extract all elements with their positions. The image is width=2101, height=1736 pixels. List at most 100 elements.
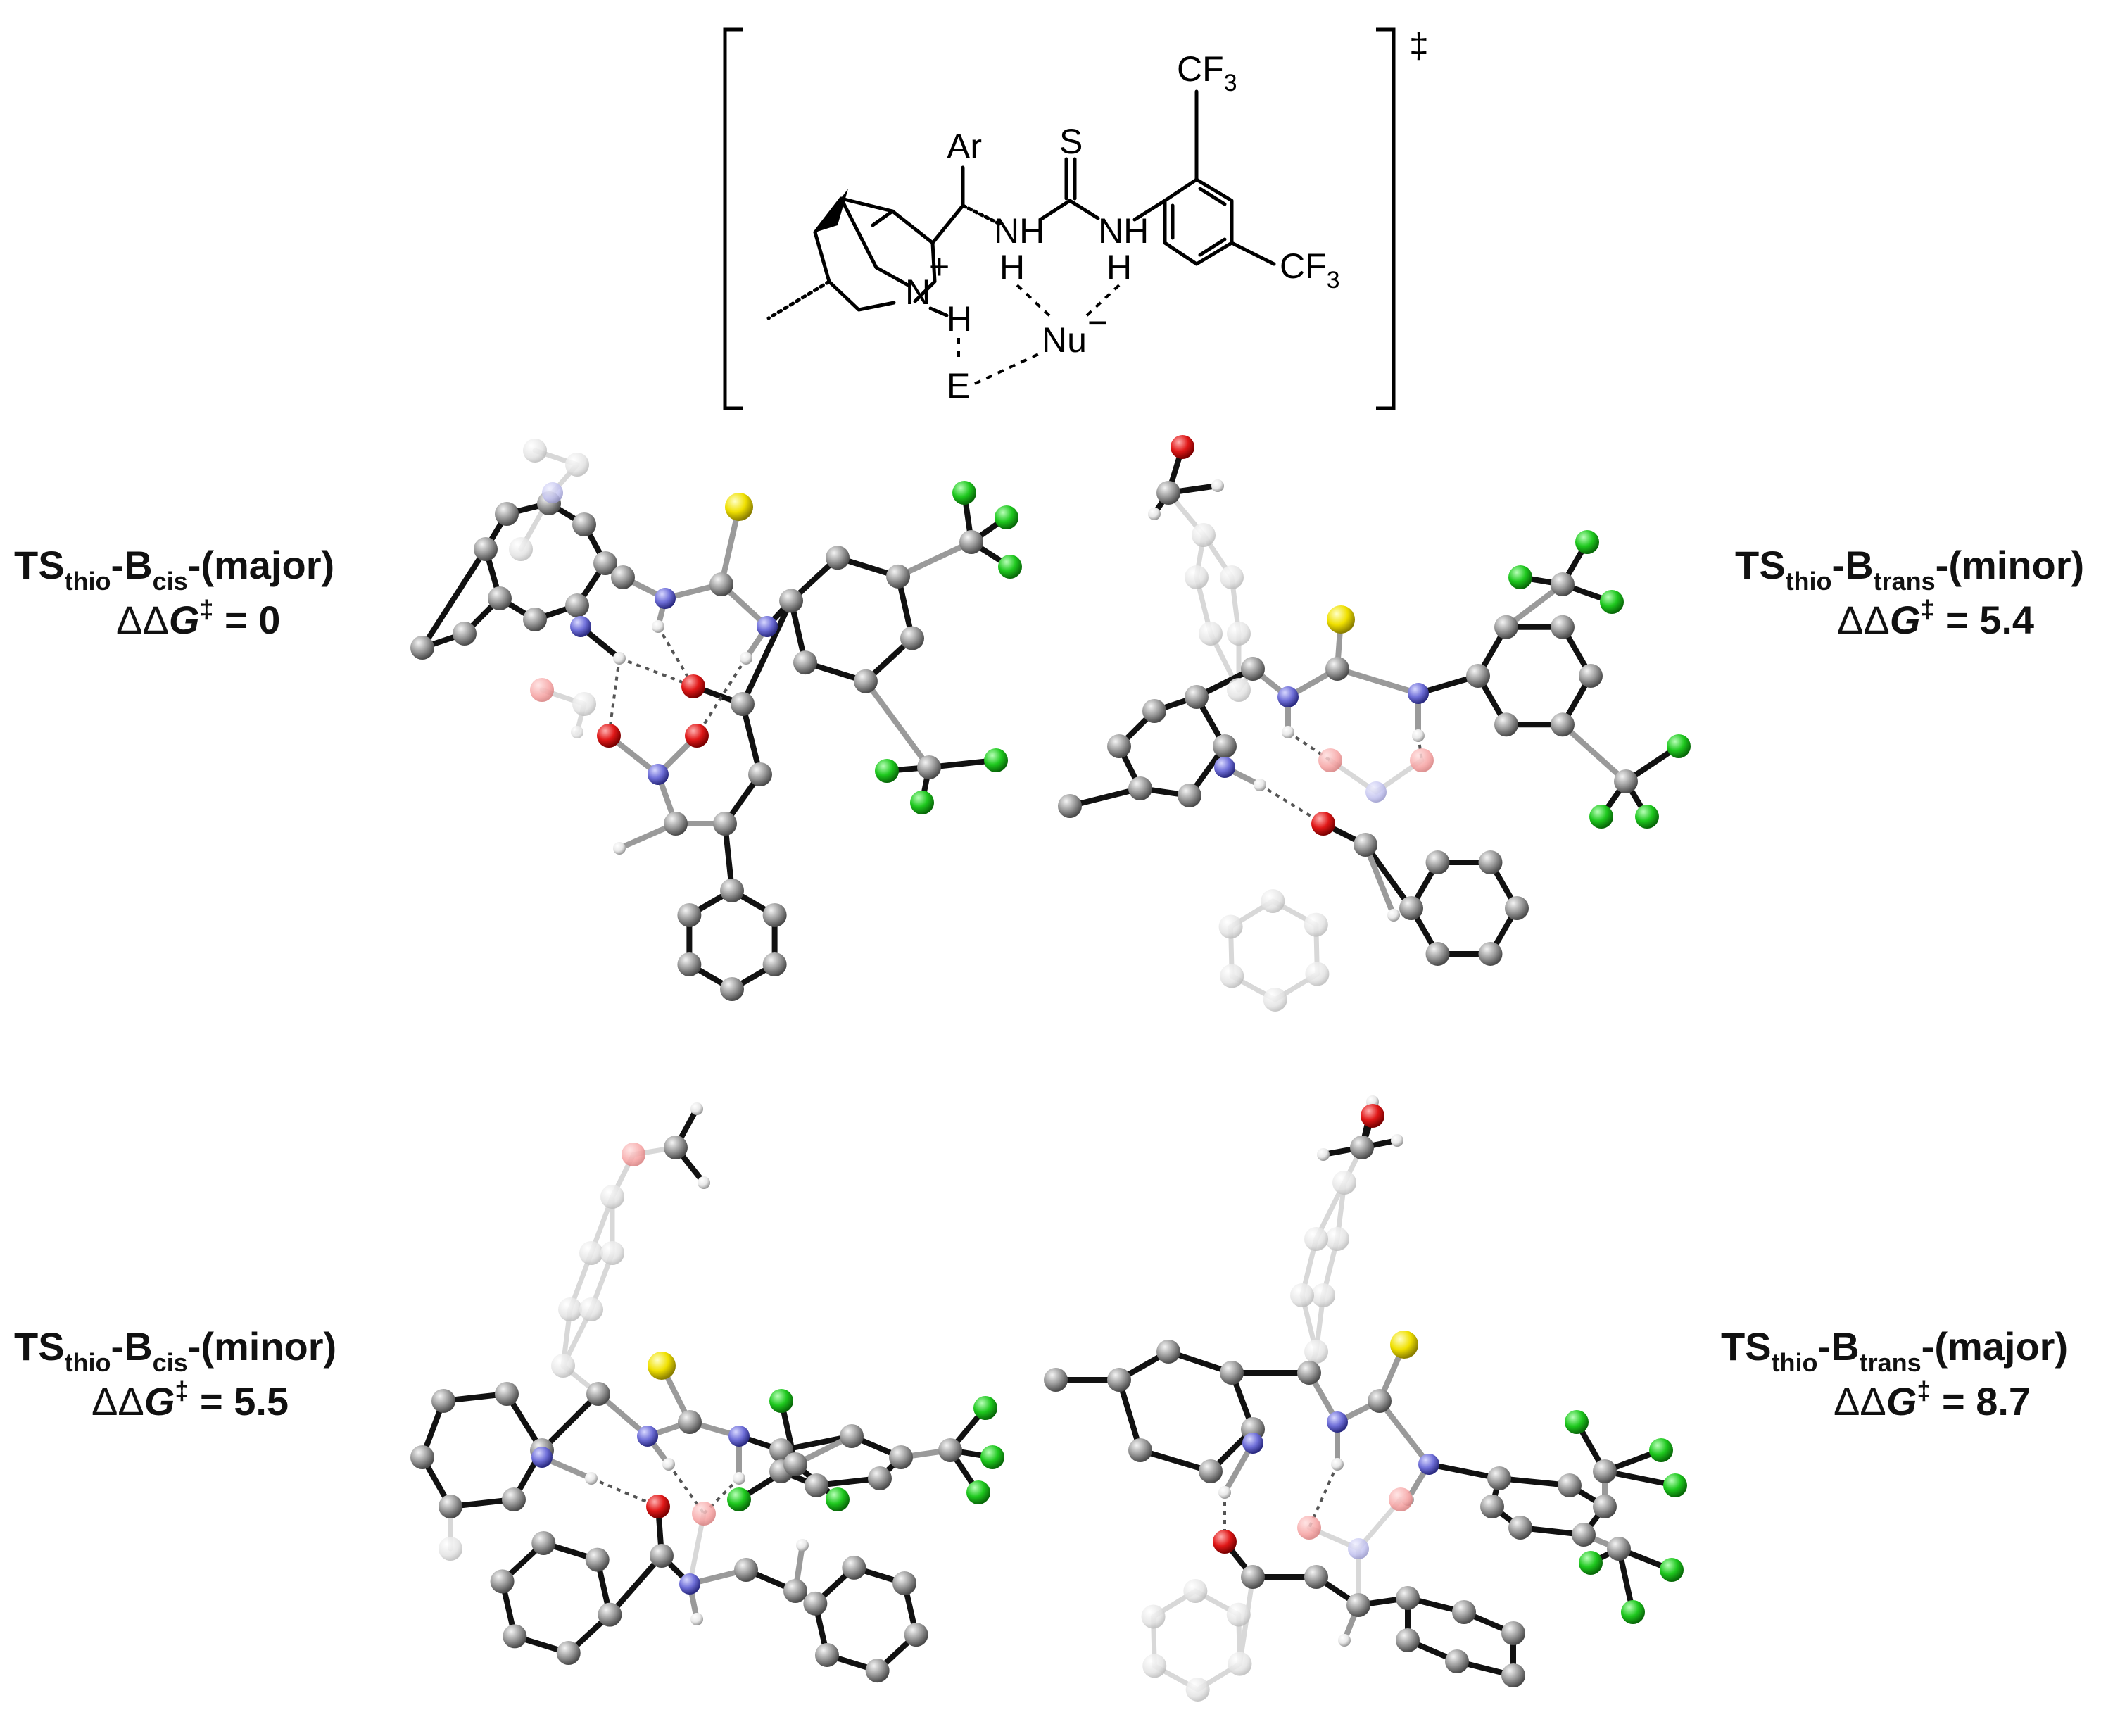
- nitrogen-atom: [1348, 1538, 1369, 1559]
- carbon-atom: [709, 572, 733, 596]
- carbon-atom: [502, 1487, 526, 1511]
- carbon-atom: [1241, 1565, 1265, 1589]
- carbon-atom: [439, 1495, 462, 1518]
- svg-text:ΔΔG‡ = 0: ΔΔG‡ = 0: [116, 595, 280, 642]
- fluorine-atom: [966, 1480, 990, 1504]
- carbon-atom: [1044, 1368, 1068, 1392]
- carbon-atom: [762, 952, 787, 976]
- carbon-atom: [1156, 481, 1180, 505]
- carbon-atom: [904, 1623, 928, 1647]
- fluorine-atom: [910, 791, 934, 814]
- label-cis-minor: TSthio-Bcis-(minor) ΔΔG‡ = 5.5: [14, 1324, 336, 1423]
- carbon-atom: [1227, 678, 1251, 702]
- oxygen-atom: [1318, 748, 1342, 772]
- atom-h-right: H: [1106, 248, 1132, 287]
- carbon-atom: [1466, 664, 1490, 688]
- carbon-atom: [410, 636, 434, 660]
- bond: [1137, 1447, 1213, 1474]
- oxygen-atom: [681, 674, 705, 698]
- carbon-atom: [1227, 622, 1251, 646]
- carbon-atom: [1142, 1654, 1167, 1678]
- hydrogen-atom: [1338, 1634, 1351, 1647]
- hydrogen-atom: [1148, 508, 1161, 520]
- carbon-atom: [490, 1569, 515, 1594]
- carbon-atom: [783, 1452, 807, 1476]
- fluorine-atom: [952, 481, 976, 505]
- hydrogen-bond: [1258, 784, 1325, 825]
- carbon-atom: [474, 537, 498, 561]
- hydrogen-atom: [690, 1613, 703, 1625]
- carbon-atom: [1478, 941, 1503, 966]
- fluorine-atom: [1589, 805, 1613, 829]
- carbon-atom: [1199, 622, 1223, 646]
- carbon-atom: [1199, 1459, 1223, 1483]
- carbon-atom: [865, 1659, 890, 1683]
- hydrogen-atom: [1387, 909, 1400, 922]
- carbon-atom: [1156, 1340, 1180, 1364]
- model-cis-minor: [410, 1102, 1004, 1683]
- carbon-atom: [523, 608, 547, 631]
- carbon-atom: [488, 586, 512, 610]
- hydrogen-atom: [1282, 726, 1294, 738]
- nitrogen-atom: [648, 764, 669, 785]
- hydrogen-atom: [733, 1472, 745, 1485]
- hydrogen-atom: [613, 842, 626, 855]
- nitrogen-atom: [679, 1573, 700, 1595]
- carbon-atom: [565, 593, 589, 617]
- carbon-atom: [1494, 615, 1518, 639]
- atom-e: E: [947, 366, 970, 405]
- carbon-atom: [1396, 1628, 1420, 1652]
- atom-ar: Ar: [947, 127, 982, 166]
- carbon-atom: [677, 952, 702, 976]
- carbon-atom: [1593, 1495, 1617, 1518]
- fluorine-atom: [1508, 565, 1532, 589]
- left-bracket: [723, 27, 743, 410]
- oxygen-atom: [1361, 1104, 1384, 1128]
- oxygen-atom: [1213, 1530, 1237, 1554]
- carbon-atom: [1425, 850, 1450, 875]
- sulfur-atom: [725, 493, 753, 521]
- svg-text:TSthio-Bcis-(major): TSthio-Bcis-(major): [14, 543, 334, 596]
- oxygen-atom: [1311, 812, 1335, 836]
- svg-text:ΔΔG‡ = 5.5: ΔΔG‡ = 5.5: [92, 1376, 289, 1423]
- hydrogen-bond: [607, 658, 621, 736]
- carbon-atom: [1593, 1459, 1617, 1483]
- hydrogen-bond: [591, 1477, 659, 1508]
- atom-h-left: H: [999, 248, 1025, 287]
- nitrogen-atom: [531, 1447, 553, 1468]
- hydrogen-bond: [695, 657, 747, 737]
- carbon-atom: [1572, 1523, 1596, 1547]
- carbon-atom: [1185, 565, 1209, 589]
- carbon-atom: [1494, 712, 1518, 737]
- carbon-atom: [572, 692, 596, 716]
- oxygen-atom: [1410, 748, 1434, 772]
- carbon-atom: [1445, 1649, 1469, 1673]
- bond: [1363, 842, 1396, 918]
- atom-minus-charge: −: [1087, 303, 1108, 342]
- nitrogen-atom: [1327, 1411, 1348, 1433]
- carbon-atom: [439, 1537, 462, 1561]
- fluorine-atom: [1649, 1438, 1673, 1462]
- carbon-atom: [431, 1389, 455, 1413]
- ts-double-dagger: ‡: [1409, 26, 1429, 65]
- carbon-atom: [842, 1555, 866, 1580]
- nitrogen-atom: [542, 482, 563, 503]
- carbon-atom: [1185, 1677, 1210, 1702]
- carbon-atom: [892, 1571, 917, 1596]
- right-bracket: [1376, 27, 1396, 410]
- carbon-atom: [762, 903, 787, 927]
- carbon-atom: [713, 812, 737, 836]
- fluorine-atom: [727, 1487, 751, 1511]
- carbon-atom: [495, 502, 519, 526]
- carbon-atom: [1128, 1438, 1152, 1462]
- oxygen-atom: [692, 1502, 716, 1526]
- carbon-atom: [523, 439, 547, 463]
- bond: [1363, 842, 1414, 911]
- carbon-atom: [1107, 1368, 1131, 1392]
- carbon-atom: [600, 1241, 624, 1265]
- carbon-atom: [803, 1591, 828, 1616]
- svg-text:ΔΔG‡ = 5.4: ΔΔG‡ = 5.4: [1837, 595, 2034, 642]
- atom-n-plus: N: [905, 272, 930, 312]
- hydrogen-atom: [1218, 1486, 1231, 1499]
- fluorine-atom: [1579, 1551, 1603, 1575]
